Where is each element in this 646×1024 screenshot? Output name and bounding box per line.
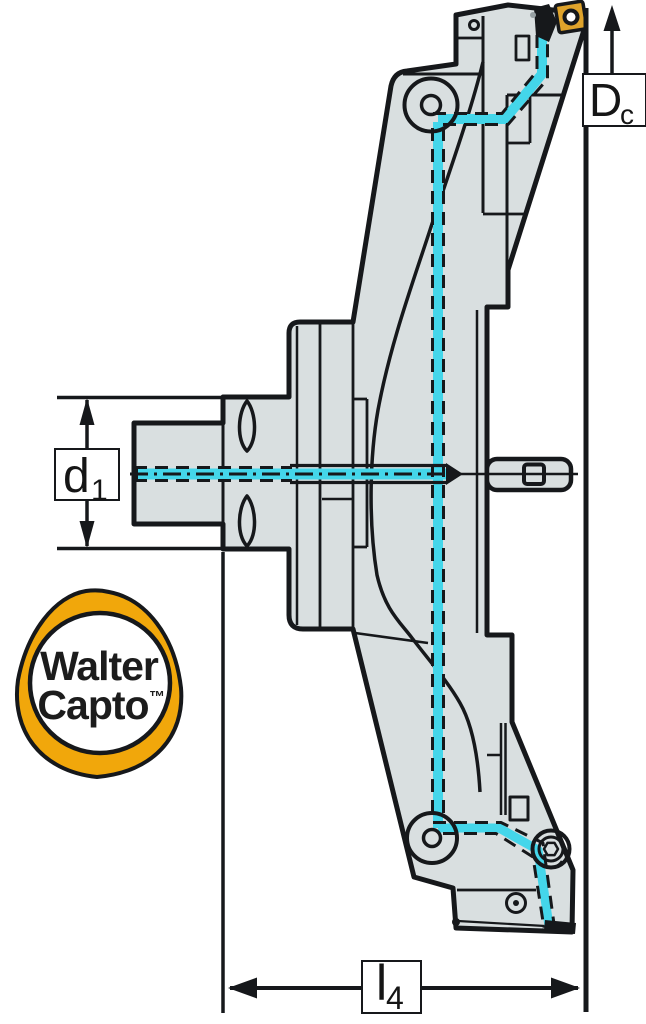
dimension-l4: l 4 <box>221 552 580 1016</box>
flange-drive-slots <box>237 399 257 548</box>
d1-label: d <box>63 450 90 503</box>
bottom-insert-assembly <box>452 918 576 934</box>
insert-hole <box>562 8 580 26</box>
dc-label-box <box>582 73 646 127</box>
dc-label-sub: c <box>620 99 634 130</box>
logo-word2: Capto <box>37 682 148 728</box>
channel-borders <box>130 24 578 929</box>
hex-screw-inner <box>537 835 565 863</box>
walter-capto-logo: Walter Capto ™ <box>15 588 184 780</box>
insert-clamp <box>534 4 557 42</box>
upper-bearing-inner <box>419 93 443 117</box>
small-screw-ring <box>505 892 527 914</box>
d1-label-box <box>54 448 120 501</box>
hex-socket <box>542 841 560 857</box>
cartridge-screws <box>505 828 572 914</box>
lower-bearing-inner <box>421 827 443 849</box>
dc-label: D <box>589 74 622 126</box>
small-screw-dot <box>513 900 519 906</box>
clamp-pin <box>530 12 536 18</box>
logo-word1: Walter <box>40 643 159 689</box>
bottom-insert <box>544 920 576 934</box>
l4-arrow-left <box>228 977 257 999</box>
l4-label: l <box>376 955 387 1011</box>
top-insert-assembly <box>530 0 589 42</box>
logo-trademark: ™ <box>149 689 164 706</box>
d1-label-sub: 1 <box>91 474 108 507</box>
logo-circle <box>27 610 173 756</box>
bottom-screw-tip <box>452 918 460 926</box>
l4-label-sub: 4 <box>386 980 404 1016</box>
upper-pin-hole <box>468 19 480 31</box>
l4-arrow-right <box>551 977 580 999</box>
d1-arrow-up <box>79 398 95 425</box>
dc-arrow-up <box>603 5 621 31</box>
l4-label-box <box>361 960 422 1014</box>
d1-arrow-down <box>79 521 95 548</box>
dimension-d1: d 1 <box>54 395 223 551</box>
dimension-dc: D c <box>582 5 646 1012</box>
